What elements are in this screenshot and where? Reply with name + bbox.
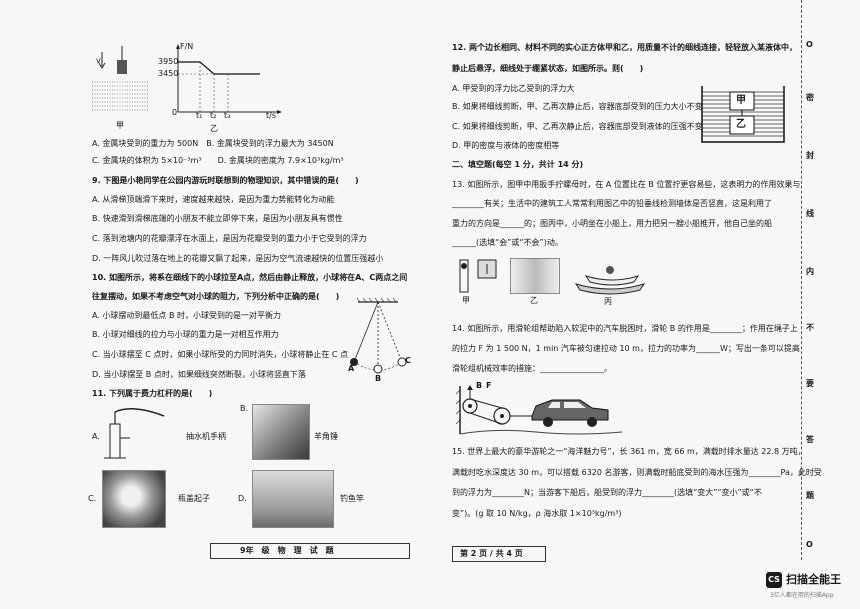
plumb-line-photo (510, 258, 560, 294)
q13-line-1: 13. 如图所示，图甲中用扳手拧螺母时，在 A 位置比在 B 位置拧更容易些，这… (452, 180, 801, 189)
q13-fig-yi: 乙 (530, 296, 538, 305)
binding-char: O (806, 40, 813, 49)
pulley-label-f: F (486, 381, 492, 390)
q11-b-caption: 羊角锤 (314, 432, 338, 441)
q11-b-label: B. (240, 404, 249, 413)
q12-option-d: D. 甲的密度与液体的密度相等 (452, 141, 560, 150)
q11-d-label: D. (238, 494, 247, 503)
pulley-label-b: B (476, 381, 483, 390)
scanner-logo-icon: CS (766, 572, 782, 588)
q14-line-1: 14. 如图所示，用滑轮组帮助陷入软泥中的汽车脱困时，滑轮 B 的作用是____… (452, 324, 798, 333)
binding-char: 不 (806, 323, 814, 332)
q11-stem: 11. 下列属于费力杠杆的是( ) (92, 389, 213, 398)
q13-fig-bing: 丙 (604, 297, 612, 306)
section-fill-in: 二、填空题(每空 1 分，共计 14 分) (452, 160, 584, 169)
q11-a-caption: 抽水机手柄 (186, 432, 226, 441)
boats-figure (574, 266, 646, 295)
fig-y-3450: 3450 (158, 69, 179, 78)
cubes-in-liquid-figure (701, 86, 785, 143)
fig-fn-label: F/N (180, 42, 194, 51)
q12-option-b: B. 如果将细线剪断，甲、乙再次静止后，容器底部受到的压力大小不变 (452, 102, 703, 111)
fig-v-label: v (96, 56, 101, 65)
pendulum-figure (350, 297, 407, 374)
q9-stem: 9. 下图是小艳同学在公园内游玩时联想到的物理知识，其中错误的是( ) (92, 176, 359, 185)
binding-char: 题 (806, 491, 814, 500)
fig-y-3950: 3950 (158, 57, 179, 66)
pend-label-c: C (405, 356, 411, 365)
pend-label-b: B (375, 374, 382, 383)
q10-option-c: C. 当小球摆至 C 点时，如果小球所受的力同时消失，小球将静止在 C 点 (92, 350, 349, 359)
footer-left-box (210, 543, 410, 559)
q9-option-c: C. 落到池塘内的花瓣漂浮在水面上，是因为花瓣受到的重力小于它受到的浮力 (92, 234, 367, 243)
pend-label-a: A (348, 364, 355, 373)
q13-fig-jia: 甲 (462, 296, 470, 305)
q14-line-2: 的拉力 F 为 1 500 N，1 min 汽车被匀速拉动 10 m，拉力的功率… (452, 344, 800, 353)
binding-char: 密 (806, 93, 814, 102)
q13-line-4: ______(选填“会”或“不会”)动。 (452, 238, 563, 247)
q15-line-4: 变”)。(g 取 10 N/kg，ρ 海水取 1×10³kg/m³) (452, 509, 622, 518)
fig-yi-label: 乙 (210, 124, 218, 133)
wrench-figure (459, 259, 497, 293)
scanner-brand-tagline: 3亿人都在用的扫描App (770, 592, 834, 599)
q12-stem-1: 12. 两个边长相同、材料不同的实心正方体甲和乙，用质量不计的细线连接，轻轻放入… (452, 43, 797, 52)
cube-yi-label: 乙 (736, 119, 746, 130)
fig-origin: 0 (172, 108, 178, 117)
claw-hammer-photo (252, 404, 310, 460)
q13-line-2: ________有关；生活中的建筑工人常常利用图乙中的铅垂线检测墙体是否竖直，这… (452, 199, 772, 208)
q10-stem-2: 往复摆动，如果不考虑空气对小球的阻力，下列分析中正确的是( ) (92, 292, 340, 301)
q11-a-label: A. (92, 432, 100, 441)
fig-t3: t₃ (224, 111, 231, 120)
q9-option-d: D. 一阵风儿吹过落在地上的花瓣又飘了起来，是因为空气流速越快的位置压强越小 (92, 254, 384, 263)
fig-jia-label: 甲 (116, 121, 124, 130)
binding-dashed-line (801, 0, 803, 560)
fishing-rod-photo (252, 470, 334, 528)
binding-char: 封 (806, 151, 814, 160)
q9-option-a: A. 从滑梯顶端滑下来时，速度越来越快，是因为重力势能转化为动能 (92, 195, 335, 204)
binding-char: 要 (806, 379, 814, 388)
q11-c-caption: 瓶盖起子 (178, 494, 210, 503)
pump-handle-drawing (104, 408, 165, 459)
footer-right-box (452, 546, 546, 562)
q14-line-3: 滑轮组机械效率的措施：________________。 (452, 364, 612, 373)
q9-option-b: B. 快速滑到滑梯底端的小朋友不能立即停下来，是因为小朋友具有惯性 (92, 214, 343, 223)
bottle-opener-photo (102, 470, 166, 528)
q10-stem-1: 10. 如图所示，将系在细线下的小球拉至A点，然后由静止释放，小球将在A、C两点… (92, 273, 408, 282)
scanner-brand-name: 扫描全能王 (786, 573, 841, 586)
q12-option-c: C. 如果将细线剪断，甲、乙再次静止后，容器底部受到液体的压强不变 (452, 122, 703, 131)
q8-option-ab: A. 金属块受到的重力为 500N B. 金属块受到的浮力最大为 3450N (92, 139, 334, 148)
q15-line-1: 15. 世界上最大的豪华游轮之一“海洋魅力号”，长 361 m，宽 66 m，满… (452, 447, 806, 456)
cube-jia-label: 甲 (736, 95, 746, 106)
q11-c-label: C. (88, 494, 97, 503)
q8-figure (92, 44, 282, 114)
q10-option-b: B. 小球对细线的拉力与小球的重力是一对相互作用力 (92, 330, 279, 339)
binding-char: O (806, 540, 813, 549)
q12-stem-2: 静止后悬浮，细线处于绷紧状态，如图所示。则( ) (452, 64, 644, 73)
footer-right: 第 2 页 / 共 4 页 (460, 549, 523, 558)
pulley-car-figure (456, 385, 623, 435)
fig-t1: t₁ (196, 111, 203, 120)
q10-option-d: D. 当小球摆至 B 点时，如果细线突然断裂，小球将竖直下落 (92, 370, 306, 379)
binding-char: 答 (806, 435, 814, 444)
fig-t2: t₂ (210, 111, 217, 120)
q13-line-3: 重力的方向是______的；图丙中，小明坐在小船上，用力把另一艘小船推开，他自己… (452, 219, 772, 228)
q8-option-cd: C. 金属块的体积为 5×10⁻³m³ D. 金属块的密度为 7.9×10³kg… (92, 156, 344, 165)
q10-option-a: A. 小球摆动到最低点 B 时，小球受到的是一对平衡力 (92, 311, 281, 320)
q15-line-2: 满载时吃水深度达 30 m，可以搭载 6320 名游客，则满载时船底受到的海水压… (452, 468, 822, 477)
scanner-brand: CS 扫描全能王 3亿人都在用的扫描App (766, 570, 858, 606)
q12-option-a: A. 甲受到的浮力比乙受到的浮力大 (452, 84, 575, 93)
binding-char: 线 (806, 209, 814, 218)
q11-d-caption: 钓鱼竿 (340, 494, 364, 503)
q15-line-3: 到的浮力为________N；当游客下船后，船受到的浮力________(选填“… (452, 488, 762, 497)
fig-ts: t/s (266, 111, 276, 120)
binding-char: 内 (806, 267, 814, 276)
footer-left: 9年 级 物 理 试 题 (240, 546, 334, 555)
